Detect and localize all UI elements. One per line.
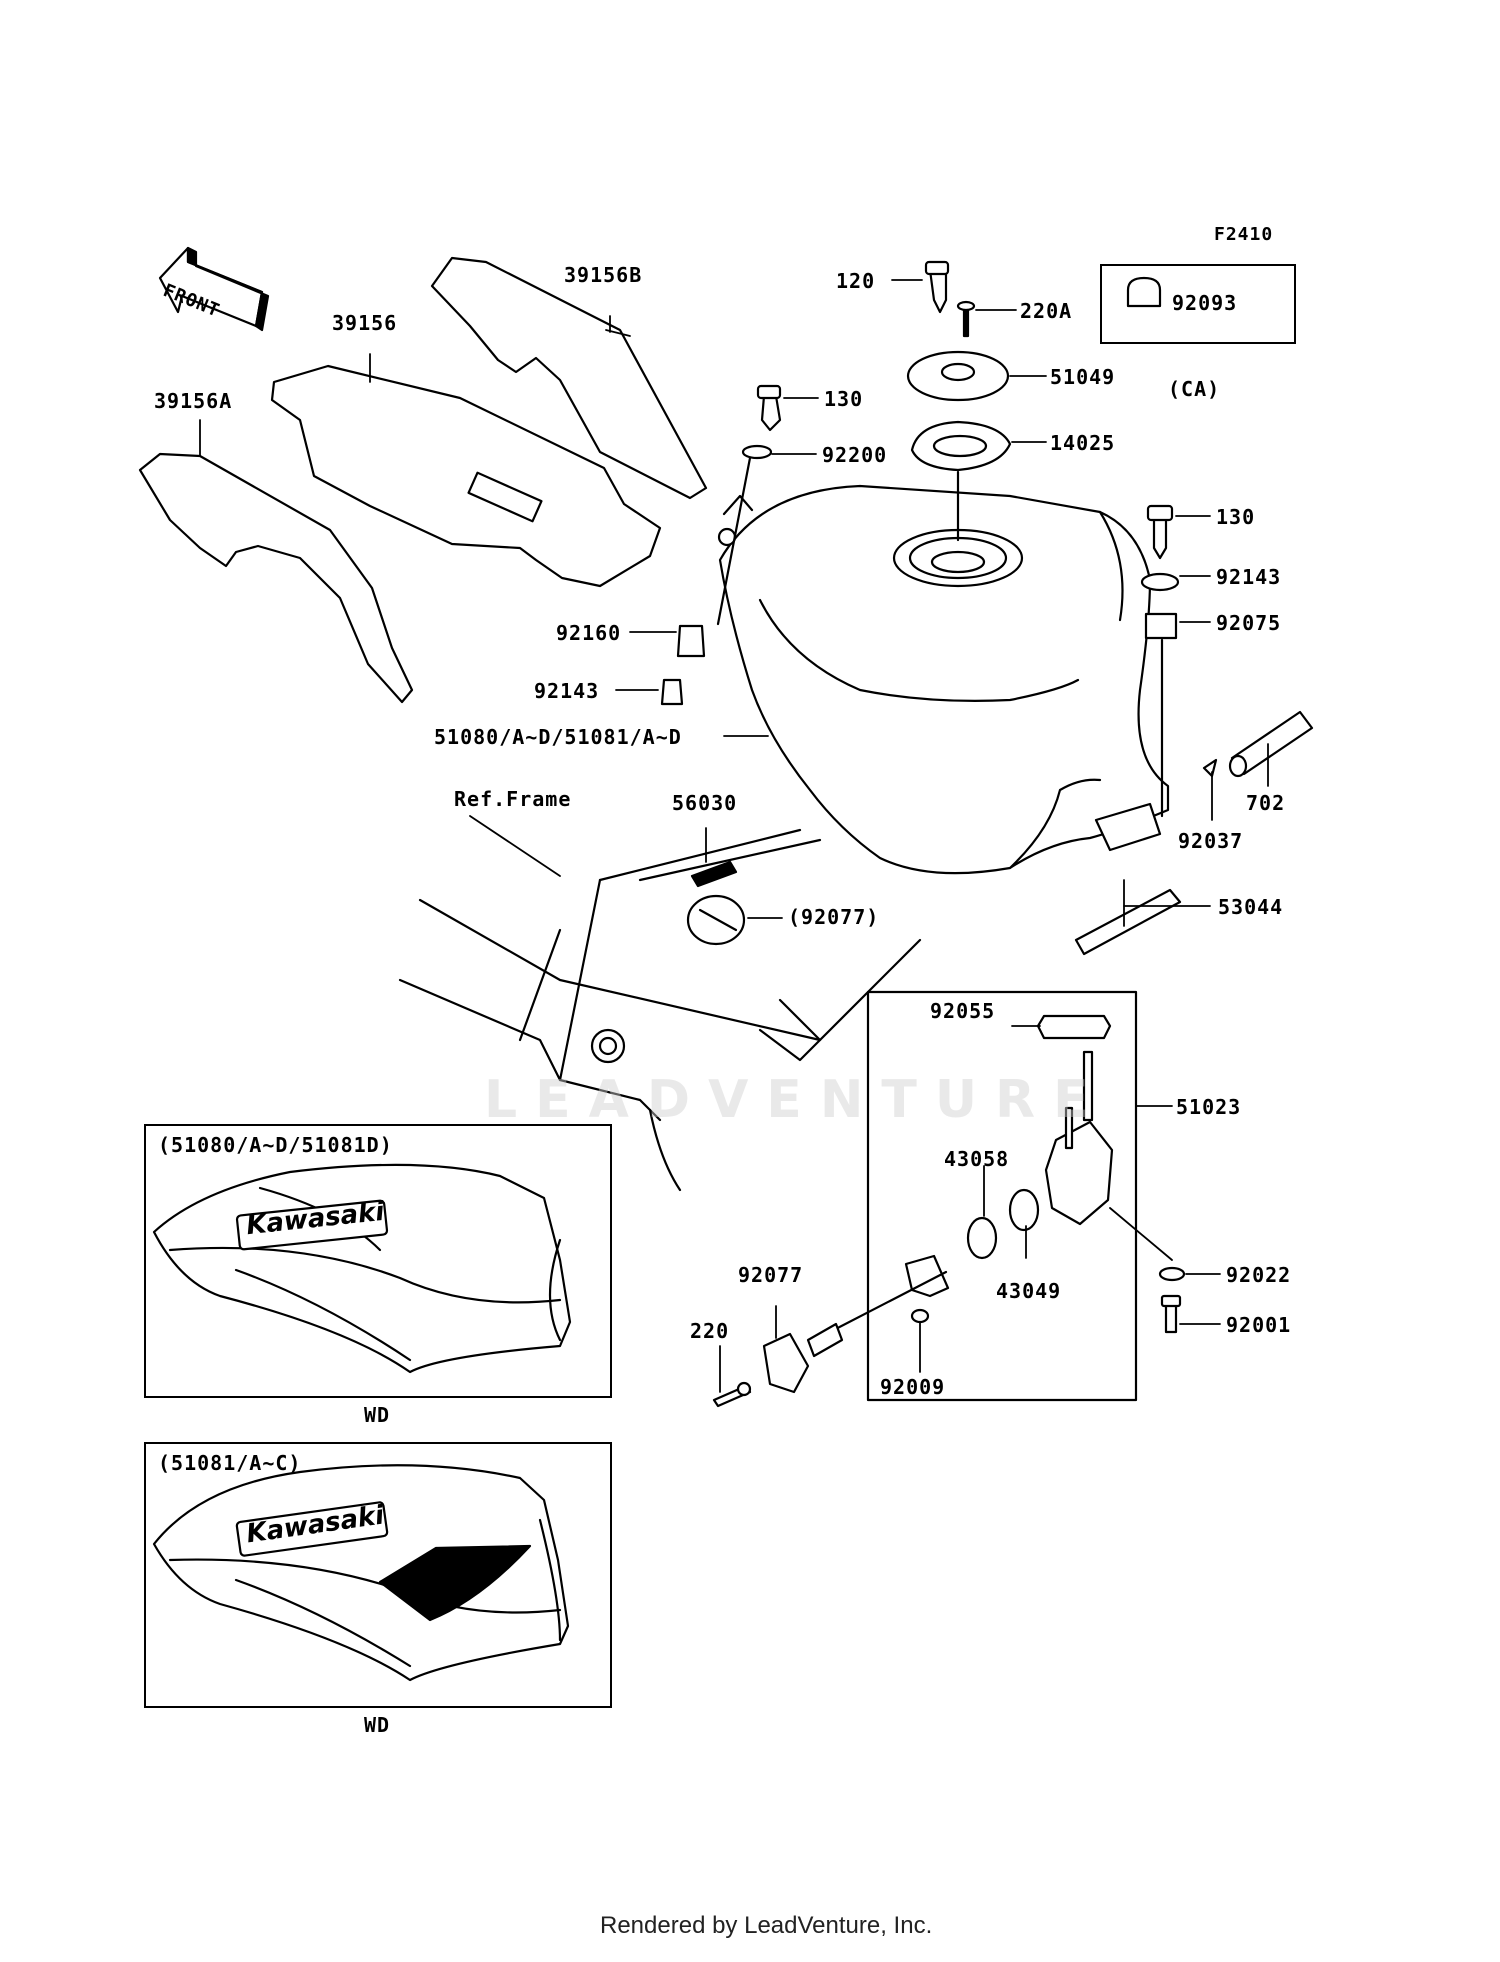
- inset-2-caption: WD: [364, 1713, 391, 1737]
- bolt-120: [928, 268, 948, 314]
- footer-credit: Rendered by LeadVenture, Inc.: [600, 1912, 933, 1939]
- screw-92009: [910, 1308, 930, 1324]
- plate-43049: [1008, 1188, 1040, 1232]
- bolt-130-left: [760, 394, 782, 432]
- callout-92200[interactable]: 92200: [822, 443, 888, 467]
- cock-body-51023: [1044, 1120, 1114, 1226]
- grommet-92160: [676, 624, 706, 658]
- emblem-56030: [690, 860, 738, 888]
- callout-92143-left[interactable]: 92143: [534, 679, 600, 703]
- oring-43058: [966, 1216, 998, 1260]
- callout-130-left[interactable]: 130: [824, 387, 864, 411]
- callout-51049[interactable]: 51049: [1050, 365, 1116, 389]
- pad-39156-cutout: [467, 471, 543, 523]
- callout-92077[interactable]: 92077: [738, 1263, 804, 1287]
- inset-1-box: [144, 1124, 612, 1398]
- lever-plate: [904, 1254, 950, 1298]
- ca-box: [1100, 264, 1296, 344]
- callout-92009[interactable]: 92009: [880, 1375, 946, 1399]
- callout-51080[interactable]: 51080/A~D/51081/A~D: [434, 725, 682, 749]
- inset-2-tank: [152, 1464, 570, 1682]
- inset-2-box: [144, 1442, 612, 1708]
- ref-frame-label: Ref.Frame: [454, 787, 572, 811]
- callout-220[interactable]: 220: [690, 1319, 730, 1343]
- front-arrow-icon: [158, 246, 270, 332]
- damper-92075: [1144, 612, 1178, 640]
- callout-92077-ref[interactable]: (92077): [788, 905, 880, 929]
- pad-39156b: [430, 256, 708, 500]
- leader-lines: [199, 279, 1269, 1393]
- callout-39156b[interactable]: 39156B: [564, 263, 643, 287]
- ca-part-92093[interactable]: 92093: [1172, 291, 1238, 315]
- inset-1-title: (51080/A~D/51081D): [158, 1133, 393, 1157]
- callout-92037[interactable]: 92037: [1178, 829, 1244, 853]
- callout-92001[interactable]: 92001: [1226, 1313, 1292, 1337]
- callout-43058[interactable]: 43058: [944, 1147, 1010, 1171]
- callout-92055[interactable]: 92055: [930, 999, 996, 1023]
- pad-39156a: [138, 452, 414, 704]
- screw-220a: [962, 308, 970, 338]
- callout-56030[interactable]: 56030: [672, 791, 738, 815]
- bracket-53044-front: [1094, 802, 1162, 852]
- callout-120[interactable]: 120: [836, 269, 876, 293]
- collar-92143-left: [660, 678, 684, 706]
- frame-ref: [398, 828, 922, 1192]
- callout-92160[interactable]: 92160: [556, 621, 622, 645]
- callout-92143-right[interactable]: 92143: [1216, 565, 1282, 589]
- callout-92075[interactable]: 92075: [1216, 611, 1282, 635]
- rubber-53044: [1074, 888, 1182, 956]
- shaft: [806, 1322, 844, 1358]
- fuel-cock-box: [866, 990, 1138, 1402]
- inset-2-title: (51081/A~C): [158, 1451, 302, 1475]
- callout-130-right[interactable]: 130: [1216, 505, 1256, 529]
- bolt-130-right: [1152, 516, 1168, 560]
- inset-1-tank: [152, 1163, 572, 1374]
- inset-1-caption: WD: [364, 1403, 391, 1427]
- callout-53044[interactable]: 53044: [1218, 895, 1284, 919]
- clip-92037: [1202, 758, 1218, 778]
- watermark: LEADVENTURE: [484, 1070, 1107, 1130]
- cap-51049: [906, 350, 1010, 402]
- callout-702[interactable]: 702: [1246, 791, 1286, 815]
- grommet-92093: [1126, 276, 1162, 308]
- callout-43049[interactable]: 43049: [996, 1279, 1062, 1303]
- gasket-92055: [1036, 1014, 1112, 1040]
- callout-92022[interactable]: 92022: [1226, 1263, 1292, 1287]
- fuel-tank: [717, 484, 1170, 875]
- pad-39156: [270, 364, 662, 588]
- knob-92077: [762, 1332, 810, 1394]
- washer-92143-right: [1140, 572, 1180, 592]
- ca-caption: (CA): [1168, 377, 1221, 401]
- bolt-92001: [1164, 1302, 1178, 1334]
- callout-39156a[interactable]: 39156A: [154, 389, 233, 413]
- callout-220a[interactable]: 220A: [1020, 299, 1073, 323]
- callout-51023[interactable]: 51023: [1176, 1095, 1242, 1119]
- washer-92200: [741, 444, 773, 460]
- washer-92022: [1158, 1266, 1186, 1282]
- diagram-id: F2410: [1214, 224, 1274, 245]
- ring-14025: [910, 420, 1012, 472]
- callout-14025[interactable]: 14025: [1050, 431, 1116, 455]
- callout-39156[interactable]: 39156: [332, 311, 398, 335]
